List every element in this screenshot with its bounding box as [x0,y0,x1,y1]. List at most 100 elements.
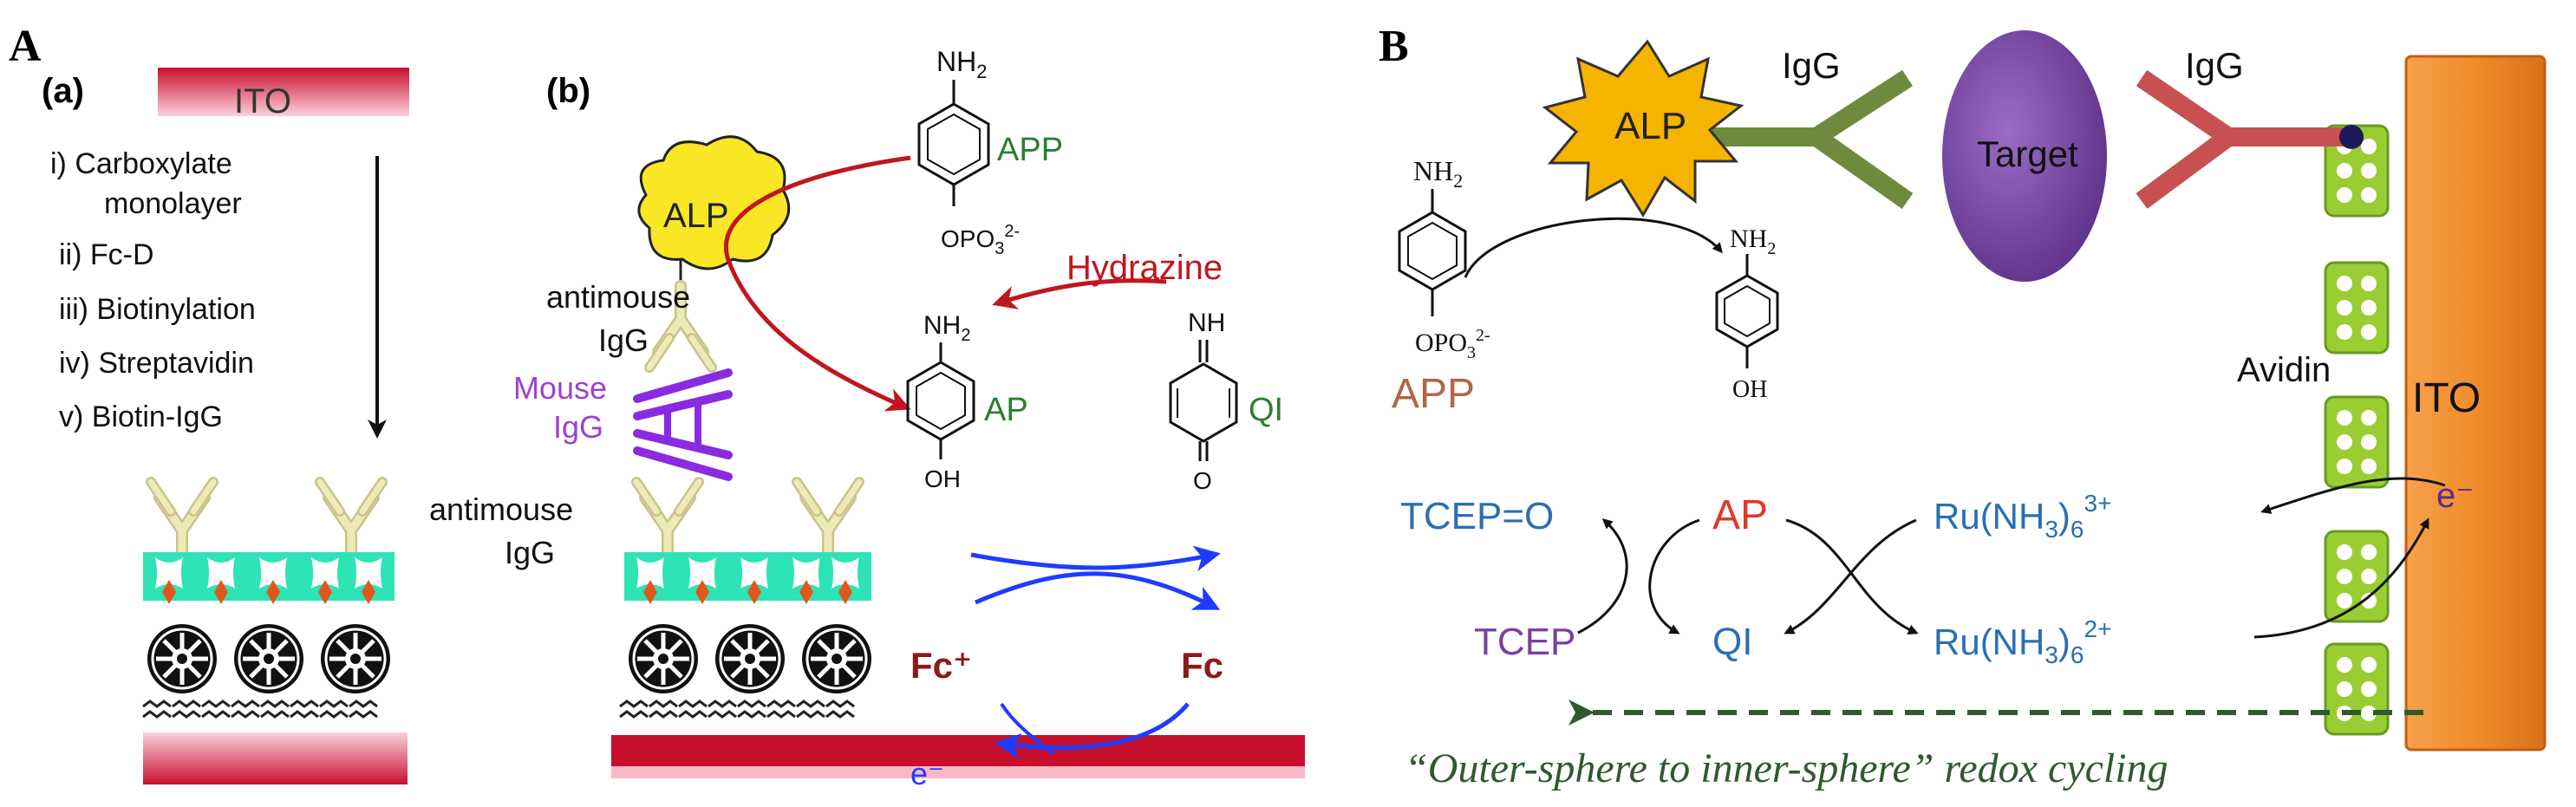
panel-b-label: B [1379,22,1409,71]
avidin-box [2324,395,2390,489]
alp-reaction-arrow [724,155,911,412]
blue-arrow-cross [975,571,1221,610]
text: NH2 [1730,225,1776,258]
ito-label-b: ITO [2412,375,2481,421]
igg-right-shape [2136,69,2354,209]
alp-enzyme-b [1542,39,1745,218]
wheel [234,624,303,693]
avidin-box [2324,261,2390,355]
qi-label-b: QI [1712,621,1752,663]
electron-label-a: e⁻ [910,756,944,791]
rect [611,766,1305,778]
cyan-unit [624,552,676,604]
sub-a-label: (a) [42,72,84,110]
ap-structure-a: NH2 OH AP [906,311,1028,492]
step-list: i) Carboxylate monolayer ii) Fc-D iii) B… [50,147,256,433]
wheel [629,624,698,693]
surface-assembly-a [141,482,408,784]
electron-arrow-in [2260,477,2446,514]
redox-caption: “Outer-sphere to inner-sphere” redox cyc… [1405,745,2168,791]
alp-reaction-arrow-b [1464,217,1723,278]
biotin-dot [2339,125,2364,149]
cyan-unit [676,552,728,604]
antimouse-top-2: IgG [598,322,649,358]
blue-arrow-bottom [995,702,1190,759]
wheel [147,624,217,693]
igg-right-label: IgG [2185,45,2244,86]
text: NH2 [1413,155,1463,192]
ru2-label: Ru(NH3)62+ [1934,615,2111,668]
step-2: ii) Fc-D [59,238,154,271]
text: OPO32- [941,222,1020,258]
igg-left-label: IgG [1782,45,1841,86]
ito-electrode-b [2404,55,2547,752]
step-3: iii) Biotinylation [59,293,256,326]
tcep-o-label: TCEP=O [1400,495,1554,537]
cyan-unit [247,552,299,604]
cycle-arrow-right-1 [1785,518,1919,635]
antimouse-bottom-1: antimouse [429,491,573,527]
linker-b [618,700,856,719]
cycle-arrow-right-2 [1784,518,1917,635]
step-5: v) Biotin-IgG [59,400,223,433]
alp-label-b: ALP [1614,105,1686,147]
cycle-arrow-left-1 [1577,518,1628,635]
cyan-unit [143,552,195,604]
text: OH [1732,376,1767,403]
cyan-unit [728,552,780,604]
app-label-b: APP [1392,371,1475,417]
step-4: iv) Streptavidin [59,347,254,380]
wheel [321,624,390,693]
qi-structure-a: NH O QI [1169,309,1283,494]
hydrazine-arrow [992,278,1167,309]
mouse-label-1: Mouse [513,370,607,406]
target-antigen [1942,30,2107,282]
ap-label-b: AP [1712,492,1768,538]
ito-electrode-top [158,68,409,116]
fc-label: Fc [1181,645,1223,686]
cyan-unit [342,552,395,604]
antibody-a1 [151,482,213,563]
text: NH2 [923,311,970,345]
target-label: Target [1977,133,2078,174]
avidin-label: Avidin [2237,351,2331,389]
app-structure-b: NH2 OPO32- APP [1392,155,1490,417]
ito-electrode-bottom-b [611,735,1305,766]
ru3-label: Ru(NH3)63+ [1934,490,2111,543]
text: OPO32- [1415,326,1490,362]
electron-label-b: e⁻ [2436,477,2474,515]
panel-a-label: A [9,22,42,71]
step-1b: monolayer [104,187,242,220]
blue-arrow-top [970,545,1221,572]
tcep-label: TCEP [1474,621,1575,663]
ito-electrode-bottom-a [143,732,408,784]
avidin-box [2324,530,2390,623]
path [1000,702,1055,756]
app-structure-a: NH2 OPO32- APP [917,46,1063,258]
antibody-a2 [320,482,382,563]
wheel [802,624,871,693]
alp-label-a: ALP [663,197,729,235]
step-1: i) Carboxylate [50,147,232,180]
wheel [715,624,785,693]
sub-b-label: (b) [546,72,590,110]
electron-arrow-out [2253,517,2429,639]
text: NH2 [936,46,987,82]
hydrazine-label: Hydrazine [1066,249,1223,287]
qi-label-a: QI [1249,392,1283,428]
ap-label-a: AP [984,392,1028,428]
antimouse-top-1: antimouse [546,279,690,315]
cycle-arrow-left-2 [1648,518,1700,635]
antibody-b2 [797,482,859,563]
surface-assembly-b [618,482,871,719]
mouse-label-2: IgG [553,409,603,445]
app-label-a: APP [997,132,1063,168]
text: NH [1188,309,1225,337]
mouse-igg [633,368,733,481]
ap-structure-b: NH2 OH [1715,225,1779,403]
alp-enzyme-a [637,135,791,270]
avidin-box [2324,642,2390,736]
text: OH [924,465,961,492]
antimouse-bottom-2: IgG [505,535,555,570]
